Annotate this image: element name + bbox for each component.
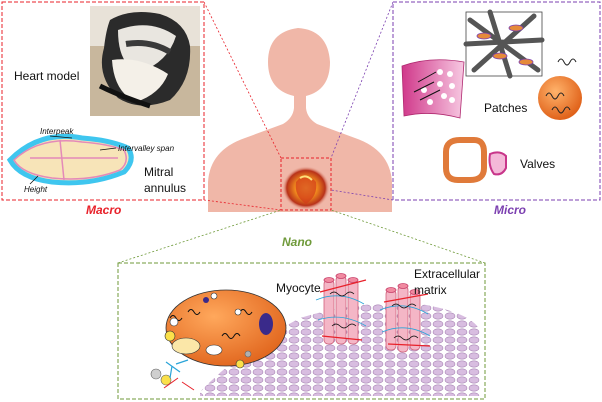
- patches-label: Patches: [484, 101, 527, 115]
- interpeak-label: Interpeak: [40, 127, 74, 136]
- ecm-fibers: [315, 273, 431, 353]
- ecm-label-line1: Extracellular: [414, 267, 480, 281]
- mitral-label-line1: Mitral: [144, 165, 173, 179]
- nanoparticles: [150, 292, 252, 391]
- nano-scale-label: Nano: [282, 235, 312, 249]
- mitral-label-line2: annulus: [144, 181, 186, 195]
- nano-panel: Myocyte Extracellular matrix: [117, 262, 486, 400]
- valves-image: [443, 137, 507, 183]
- valves-label: Valves: [520, 157, 555, 171]
- micro-panel: Patches Valves: [392, 1, 601, 201]
- micro-scale-label: Micro: [494, 203, 526, 217]
- heart-model-label: Heart model: [14, 69, 79, 83]
- height-label: Height: [24, 185, 48, 194]
- heart-focus-box: [280, 157, 332, 211]
- mitral-annulus-drawing: [6, 133, 134, 186]
- myocyte-cell: [165, 289, 287, 367]
- heart-model-photo: [90, 6, 200, 116]
- heart-image: [282, 166, 330, 210]
- macro-scale-label: Macro: [86, 203, 121, 217]
- myocyte-label: Myocyte: [276, 281, 321, 295]
- patch-image: [401, 59, 465, 119]
- connector-lines: [117, 1, 486, 264]
- sphere-patch-image: [538, 58, 582, 120]
- ecm-label-line2: matrix: [414, 283, 447, 297]
- macro-panel: Heart model Interpeak Intervalley span H…: [1, 1, 205, 201]
- scaffold-cells-image: [463, 9, 545, 79]
- intervalley-label: Intervalley span: [118, 144, 175, 153]
- human-silhouette: [208, 28, 392, 212]
